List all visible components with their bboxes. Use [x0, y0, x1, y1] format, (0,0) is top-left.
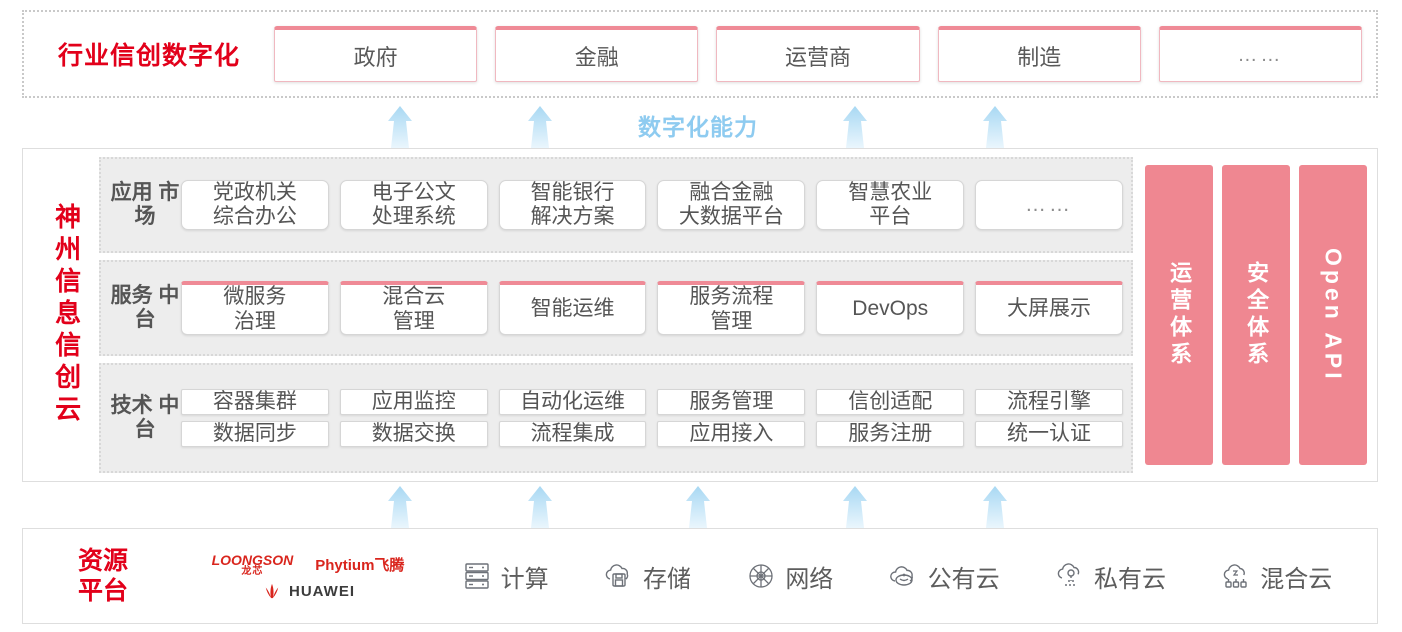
up-arrow-icon: [518, 484, 562, 528]
service-card-dashboard[interactable]: 大屏展示: [975, 281, 1123, 335]
vendor-logo-list: LOONGSON 龙芯 Phytium飞腾 HUAWEI: [183, 553, 433, 600]
service-card-smart-ops[interactable]: 智能运维: [498, 281, 647, 335]
service-card-devops[interactable]: DevOps: [816, 281, 965, 335]
service-card-microservice-governance[interactable]: 微服务 治理: [181, 281, 329, 335]
resource-platform-title: 资源 平台: [77, 547, 128, 605]
industry-card-list: 政府 金融 运营商 制造 ……: [274, 26, 1376, 82]
server-icon: [460, 559, 494, 593]
huawei-flower-icon: [261, 583, 283, 599]
resource-item-compute[interactable]: 计算: [460, 559, 549, 594]
up-arrow-icon: [973, 484, 1017, 528]
pillar-open-api-label: Open API: [1320, 247, 1347, 383]
cloud-platform-body: 应用 市场 党政机关 综合办公 电子公文 处理系统 智能银行 解决方案 融合金融…: [99, 149, 1377, 481]
resource-item-hybrid-cloud-label: 混合云: [1260, 565, 1333, 593]
up-arrow-icon: [833, 104, 877, 148]
cloud-platform-title-text: 神州信息信创云: [51, 203, 82, 427]
layer-tech-platform: 技术 中台 容器集群 应用监控 自动化运维 服务管理 信创适配 流程引擎 数据同…: [99, 363, 1133, 473]
service-card-service-process-mgmt[interactable]: 服务流程 管理: [657, 281, 806, 335]
app-card-government-office[interactable]: 党政机关 综合办公: [181, 179, 329, 231]
app-card-finance-bigdata[interactable]: 融合金融 大数据平台: [657, 179, 806, 231]
layer-app-market-cards: 党政机关 综合办公 电子公文 处理系统 智能银行 解决方案 融合金融 大数据平台…: [181, 179, 1123, 231]
phytium-logo: Phytium飞腾: [315, 557, 405, 574]
pillar-operations-system-label: 运营体系: [1167, 261, 1193, 369]
tech-card-app-monitoring[interactable]: 应用监控: [339, 388, 488, 415]
tech-card-row-2: 数据同步 数据交换 流程集成 应用接入 服务注册 统一认证: [181, 421, 1123, 448]
tech-card-container-cluster[interactable]: 容器集群: [181, 388, 329, 415]
tech-card-app-access[interactable]: 应用接入: [657, 421, 806, 448]
tech-card-process-integration[interactable]: 流程集成: [498, 421, 647, 448]
private-cloud-icon: [1053, 559, 1087, 593]
tech-card-automated-ops[interactable]: 自动化运维: [498, 388, 647, 415]
layer-label-service-platform: 服务 中台: [110, 283, 180, 331]
resource-arrow-strip: [0, 482, 1402, 528]
layer-label-tech-platform: 技术 中台: [110, 393, 180, 441]
industry-card-more[interactable]: ……: [1158, 26, 1363, 82]
resource-item-storage[interactable]: 存储: [602, 559, 691, 594]
tech-card-data-exchange[interactable]: 数据交换: [339, 421, 488, 448]
layer-label-app-market: 应用 市场: [110, 180, 180, 228]
capability-label: 数字化能力: [638, 114, 758, 140]
vendor-logo-row-1: LOONGSON 龙芯 Phytium飞腾: [212, 553, 405, 577]
loongson-logo-cn: 龙芯: [241, 565, 264, 577]
public-cloud-icon: [887, 559, 921, 593]
app-card-more[interactable]: ……: [975, 179, 1123, 231]
app-card-smart-agriculture[interactable]: 智慧农业 平台: [816, 179, 965, 231]
resource-item-private-cloud[interactable]: 私有云: [1053, 559, 1166, 594]
cloud-layer-list: 应用 市场 党政机关 综合办公 电子公文 处理系统 智能银行 解决方案 融合金融…: [99, 157, 1133, 473]
cloud-pillar-list: 运营体系 安全体系 Open API: [1133, 157, 1367, 473]
storage-icon: [602, 559, 636, 593]
industry-card-operator[interactable]: 运营商: [716, 26, 920, 82]
network-icon: [744, 559, 778, 593]
up-arrow-icon: [676, 484, 720, 528]
industry-card-government[interactable]: 政府: [274, 26, 478, 82]
huawei-logo: HUAWEI: [261, 583, 355, 600]
industry-card-manufacturing[interactable]: 制造: [937, 26, 1141, 82]
up-arrow-icon: [973, 104, 1017, 148]
industry-section-title: 行业信创数字化: [57, 42, 240, 70]
layer-service-platform: 服务 中台 微服务 治理 混合云 管理 智能运维 服务流程 管理 DevOps …: [99, 260, 1133, 356]
tech-card-service-mgmt[interactable]: 服务管理: [657, 388, 806, 415]
pillar-security-system-label: 安全体系: [1244, 261, 1270, 369]
up-arrow-icon: [378, 484, 422, 528]
loongson-logo: LOONGSON 龙芯: [212, 553, 294, 577]
tech-card-process-engine[interactable]: 流程引擎: [975, 388, 1123, 415]
resource-item-compute-label: 计算: [500, 565, 549, 593]
up-arrow-icon: [378, 104, 422, 148]
huawei-logo-text: HUAWEI: [289, 582, 355, 600]
resource-item-list: 计算 存储: [433, 559, 1377, 594]
app-card-smart-bank[interactable]: 智能银行 解决方案: [498, 179, 647, 231]
layer-tech-platform-cards: 容器集群 应用监控 自动化运维 服务管理 信创适配 流程引擎 数据同步 数据交换…: [181, 388, 1123, 448]
app-card-edoc-system[interactable]: 电子公文 处理系统: [339, 179, 488, 231]
layer-app-market: 应用 市场 党政机关 综合办公 电子公文 处理系统 智能银行 解决方案 融合金融…: [99, 157, 1133, 253]
capability-arrow-strip: 数字化能力: [0, 102, 1402, 148]
pillar-open-api[interactable]: Open API: [1299, 165, 1367, 465]
resource-item-hybrid-cloud[interactable]: 混合云: [1219, 559, 1332, 594]
cloud-platform-section: 神州信息信创云 应用 市场 党政机关 综合办公 电子公文 处理系统 智能银行 解…: [22, 148, 1378, 482]
resource-item-public-cloud[interactable]: 公有云: [887, 559, 1000, 594]
service-card-hybrid-cloud-mgmt[interactable]: 混合云 管理: [339, 281, 488, 335]
industry-card-finance[interactable]: 金融: [495, 26, 699, 82]
cloud-platform-title: 神州信息信创云: [23, 149, 99, 481]
resource-item-network[interactable]: 网络: [744, 559, 833, 594]
pillar-operations-system[interactable]: 运营体系: [1145, 165, 1213, 465]
hybrid-cloud-icon: [1219, 559, 1253, 593]
industry-section: 行业信创数字化 政府 金融 运营商 制造 ……: [22, 10, 1378, 98]
tech-card-row-1: 容器集群 应用监控 自动化运维 服务管理 信创适配 流程引擎: [181, 388, 1123, 415]
resource-item-private-cloud-label: 私有云: [1093, 565, 1166, 593]
pillar-security-system[interactable]: 安全体系: [1222, 165, 1290, 465]
tech-card-service-registry[interactable]: 服务注册: [816, 421, 965, 448]
tech-card-xinchuang-adaptation[interactable]: 信创适配: [816, 388, 965, 415]
layer-service-platform-cards: 微服务 治理 混合云 管理 智能运维 服务流程 管理 DevOps 大屏展示: [181, 281, 1123, 335]
tech-card-data-sync[interactable]: 数据同步: [181, 421, 329, 448]
resource-item-storage-label: 存储: [642, 565, 691, 593]
resource-item-network-label: 网络: [785, 565, 834, 593]
resource-platform-section: 资源 平台 LOONGSON 龙芯 Phytium飞腾: [22, 528, 1378, 624]
up-arrow-icon: [518, 104, 562, 148]
up-arrow-icon: [833, 484, 877, 528]
vendor-logo-row-2: HUAWEI: [261, 583, 355, 600]
tech-card-unified-auth[interactable]: 统一认证: [975, 421, 1123, 448]
loongson-logo-en: LOONGSON: [211, 551, 294, 568]
resource-item-public-cloud-label: 公有云: [927, 565, 1000, 593]
